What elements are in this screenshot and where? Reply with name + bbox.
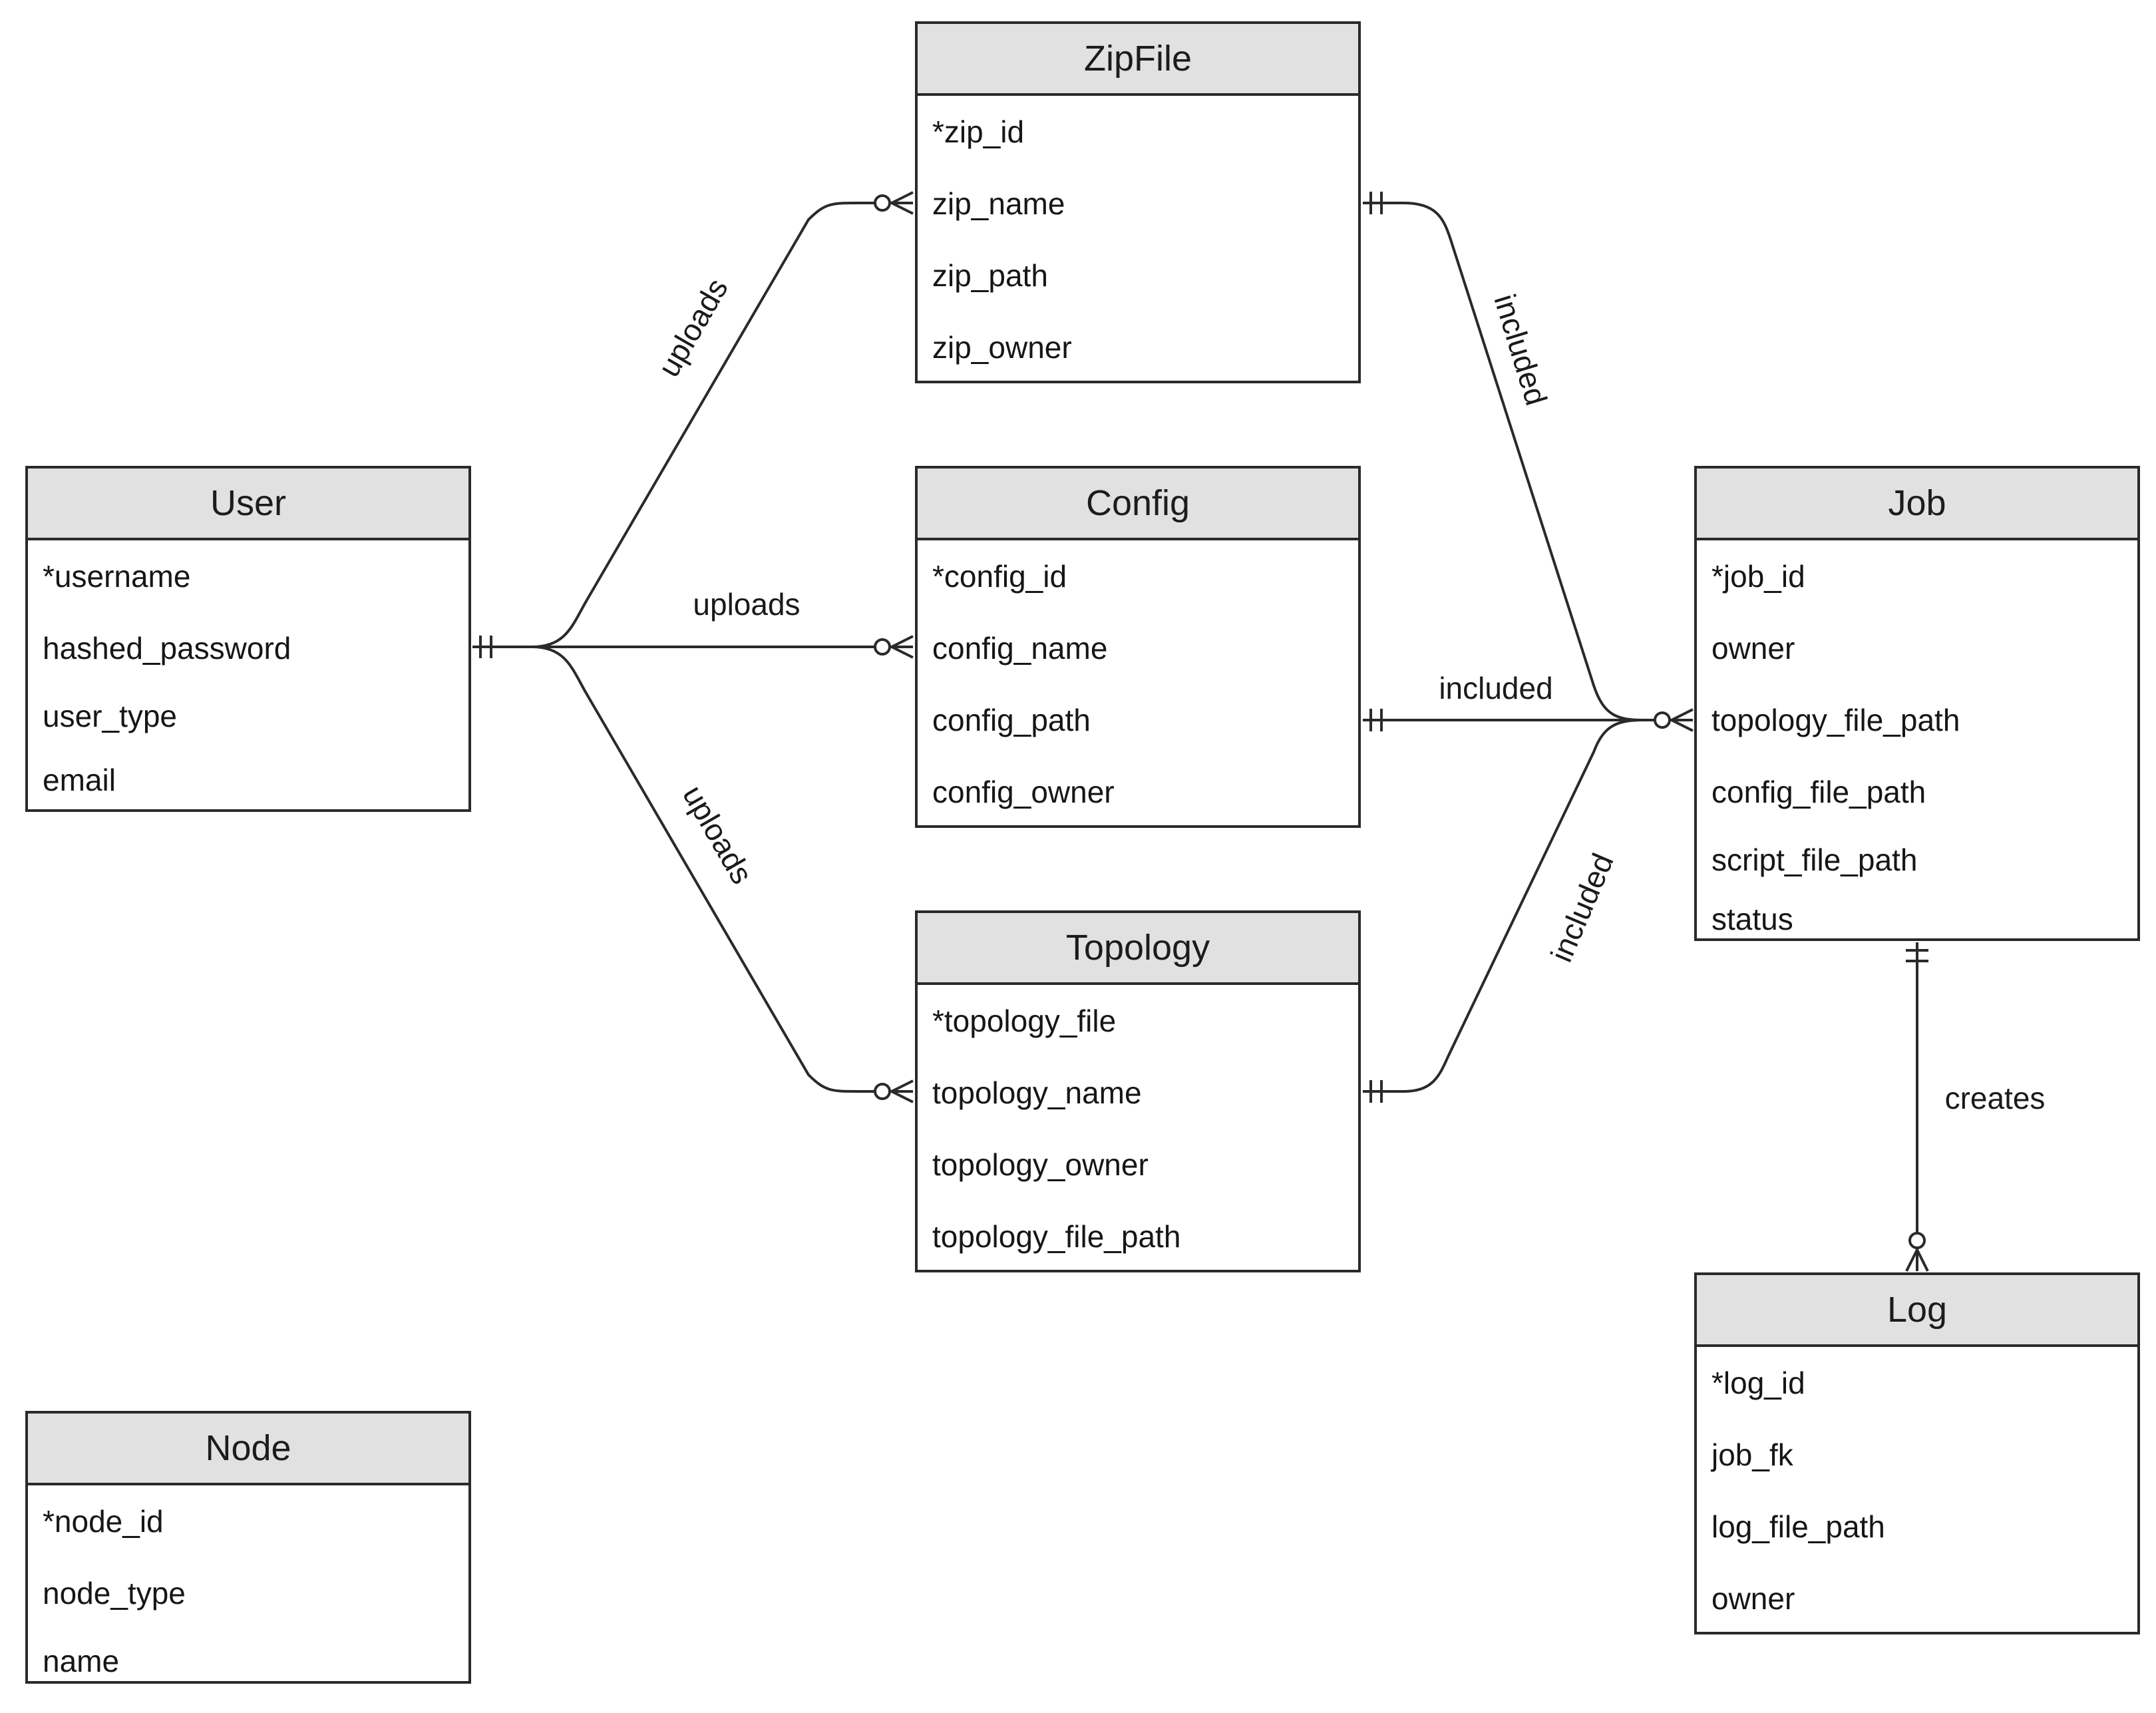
one-only-marker-user [479, 636, 492, 658]
attribute: log_file_path [1711, 1509, 1885, 1544]
attribute-list: *zip_id zip_name zip_path zip_owner [918, 96, 1358, 383]
attribute-list: *username hashed_password user_type emai… [28, 540, 468, 812]
attribute: zip_name [932, 186, 1065, 221]
attribute: name [43, 1644, 120, 1678]
attribute: node_type [43, 1576, 186, 1611]
rel-label-user-config: uploads [693, 587, 800, 622]
one-only-marker-config [1369, 709, 1383, 731]
rel-label-user-topology: uploads [676, 779, 760, 890]
attribute: topology_name [932, 1075, 1142, 1110]
entity-title: Config [918, 469, 1358, 540]
entity-config: Config *config_id config_name config_pat… [915, 466, 1361, 828]
attribute: topology_file_path [932, 1219, 1181, 1254]
attribute: config_name [932, 631, 1108, 666]
attribute: zip_owner [932, 330, 1072, 365]
entity-user: User *username hashed_password user_type… [25, 466, 471, 812]
attribute: email [43, 763, 116, 797]
attribute-primary-key: *topology_file [932, 1004, 1117, 1038]
attribute-list: *config_id config_name config_path confi… [918, 540, 1358, 828]
attribute-primary-key: *log_id [1711, 1366, 1805, 1400]
attribute: topology_owner [932, 1147, 1149, 1182]
connector-topology-job [1363, 719, 1644, 1093]
attribute: topology_file_path [1711, 703, 1960, 737]
rel-label-topology-job: included [1544, 849, 1620, 967]
attribute-list: *log_id job_fk log_file_path owner [1697, 1347, 2137, 1634]
one-only-marker-zipfile [1369, 192, 1383, 214]
entity-title: Job [1697, 469, 2137, 540]
zero-many-marker-zipfile [874, 191, 914, 215]
attribute: owner [1711, 631, 1795, 666]
zero-many-marker-config [874, 635, 914, 659]
attribute-primary-key: *node_id [43, 1504, 164, 1539]
entity-node: Node *node_id node_type name [25, 1411, 471, 1684]
one-only-marker-topology [1369, 1080, 1383, 1103]
connector-user-topology [472, 646, 913, 1093]
attribute: script_file_path [1711, 843, 1918, 877]
entity-title: ZipFile [918, 24, 1358, 96]
rel-label-config-job: included [1439, 671, 1552, 705]
entity-log: Log *log_id job_fk log_file_path owner [1694, 1272, 2140, 1634]
attribute-primary-key: *job_id [1711, 559, 1805, 594]
entity-title: Log [1697, 1275, 2137, 1347]
attribute: job_fk [1711, 1437, 1793, 1472]
zero-many-marker-log [1905, 1232, 1929, 1272]
attribute: hashed_password [43, 631, 291, 666]
rel-label-job-log: creates [1945, 1081, 2046, 1115]
connector-user-zipfile [472, 202, 913, 648]
entity-topology: Topology *topology_file topology_name to… [915, 910, 1361, 1272]
zero-many-marker-topology [874, 1079, 914, 1103]
attribute: zip_path [932, 258, 1048, 293]
entity-title: Node [28, 1414, 468, 1485]
attribute: config_path [932, 703, 1091, 737]
zero-many-marker-job [1654, 708, 1694, 732]
one-only-marker-job [1906, 949, 1928, 962]
attribute: config_file_path [1711, 775, 1926, 809]
attribute-list: *job_id owner topology_file_path config_… [1697, 540, 2137, 946]
attribute-primary-key: *username [43, 559, 191, 594]
attribute: status [1711, 902, 1793, 936]
attribute-list: *node_id node_type name [28, 1485, 468, 1693]
attribute: owner [1711, 1581, 1795, 1616]
attribute-primary-key: *zip_id [932, 114, 1025, 149]
entity-title: User [28, 469, 468, 540]
connector-zipfile-job [1363, 202, 1693, 721]
rel-label-zipfile-job: included [1487, 290, 1554, 409]
attribute: config_owner [932, 775, 1115, 809]
entity-zipfile: ZipFile *zip_id zip_name zip_path zip_ow… [915, 21, 1361, 383]
entity-title: Topology [918, 913, 1358, 985]
attribute-list: *topology_file topology_name topology_ow… [918, 985, 1358, 1272]
attribute-primary-key: *config_id [932, 559, 1067, 594]
attribute: user_type [43, 699, 178, 733]
entity-job: Job *job_id owner topology_file_path con… [1694, 466, 2140, 941]
